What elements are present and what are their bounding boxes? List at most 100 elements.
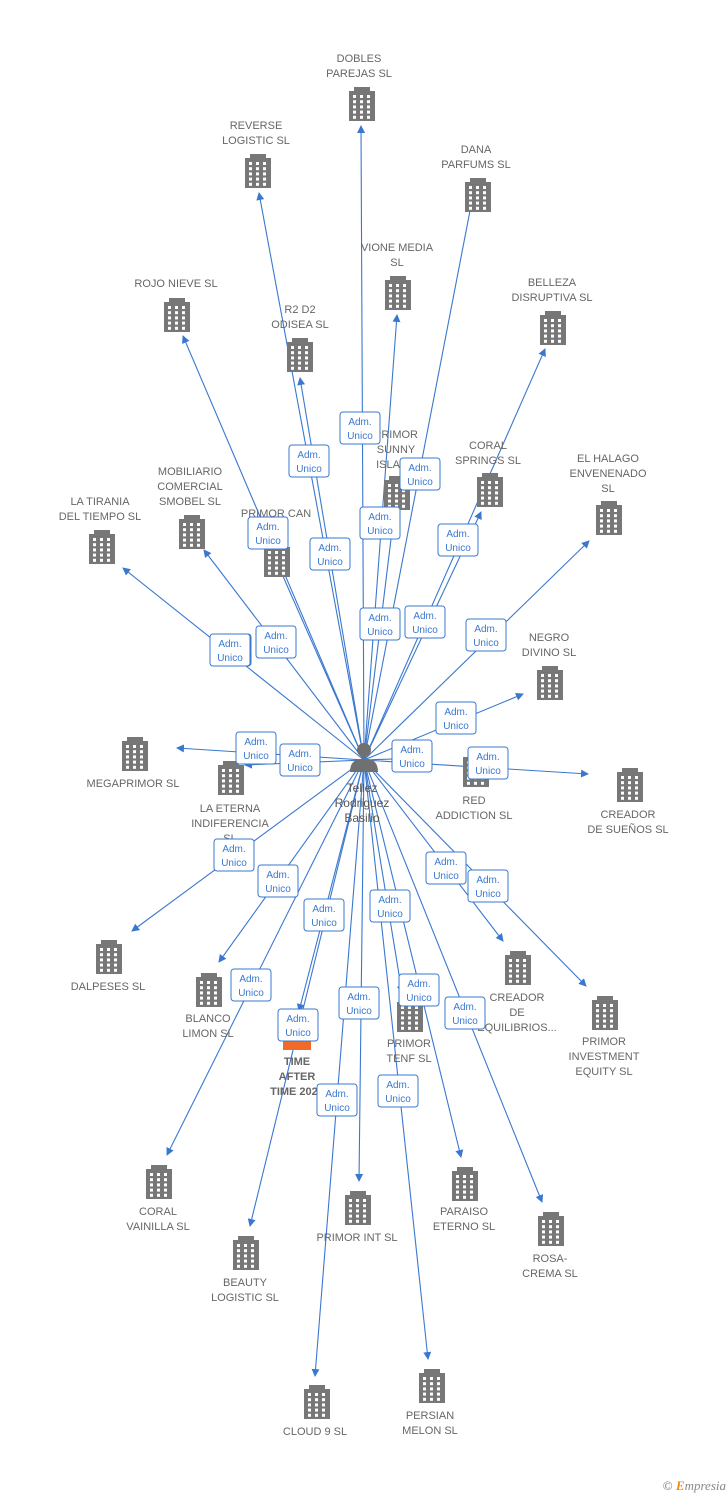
- badge-text: Adm.: [264, 631, 287, 642]
- relation-badge[interactable]: Adm.Unico: [235, 731, 277, 765]
- brand-initial: E: [675, 1478, 685, 1493]
- building-icon: [304, 1385, 330, 1419]
- node-label-line: DANA: [461, 144, 492, 156]
- badge-text: Adm.: [297, 450, 320, 461]
- node-label-line: DISRUPTIVA SL: [511, 292, 592, 304]
- node-label-line: NEGRO: [529, 632, 570, 644]
- node-label-line: LIMON SL: [182, 1028, 233, 1040]
- relation-badge[interactable]: Adm.Unico: [339, 411, 381, 445]
- building-icon: [537, 666, 563, 700]
- node-label-line: CREADOR: [600, 809, 655, 821]
- node-label-line: PARAISO: [440, 1206, 489, 1218]
- relation-badge[interactable]: Adm.Unico: [398, 973, 440, 1007]
- relation-badge[interactable]: Adm.Unico: [465, 618, 507, 652]
- relation-badge[interactable]: Adm.Unico: [316, 1083, 358, 1117]
- badge-text: Adm.: [378, 895, 401, 906]
- node-label-line: ADDICTION SL: [435, 810, 512, 822]
- node-label-line: PRIMOR: [387, 1038, 431, 1050]
- relation-badge[interactable]: Adm.Unico: [359, 607, 401, 641]
- node-label-line: MEGAPRIMOR SL: [87, 778, 180, 790]
- node-primor-int[interactable]: PRIMOR INT SL: [316, 1191, 398, 1244]
- badge-text: Unico: [367, 627, 393, 638]
- badge-text: Adm.: [244, 737, 267, 748]
- node-label-line: BELLEZA: [528, 277, 577, 289]
- relation-badge[interactable]: Adm.Unico: [288, 444, 330, 478]
- node-label-line: TIME: [284, 1056, 310, 1068]
- building-icon: [540, 311, 566, 345]
- badge-text: Unico: [265, 884, 291, 895]
- edges-layer: [122, 125, 590, 1377]
- relation-badge[interactable]: Adm.Unico: [359, 506, 401, 540]
- brand-footer: © Empresia: [663, 1478, 726, 1494]
- building-icon: [196, 973, 222, 1007]
- node-cloud-9[interactable]: CLOUD 9 SL: [283, 1385, 347, 1438]
- building-icon: [287, 338, 313, 372]
- relation-badge[interactable]: Adm.Unico: [277, 1008, 319, 1042]
- building-icon: [245, 154, 271, 188]
- relation-badge[interactable]: Adm.Unico: [404, 605, 446, 639]
- edge-cloud-9: [311, 759, 365, 1377]
- relation-badge[interactable]: Adm.Unico: [435, 701, 477, 735]
- relation-badge[interactable]: Adm.Unico: [377, 1074, 419, 1108]
- node-dalpeses[interactable]: DALPESES SL: [71, 940, 146, 993]
- node-la-eterna[interactable]: LA ETERNAINDIFERENCIASL: [191, 761, 269, 845]
- relation-badge[interactable]: Adm.Unico: [209, 633, 251, 667]
- relation-badge[interactable]: Adm.Unico: [213, 838, 255, 872]
- relation-badge[interactable]: Adm.Unico: [467, 869, 509, 903]
- relation-badge[interactable]: Adm. Unico: [369, 889, 411, 923]
- badge-text: Unico: [475, 766, 501, 777]
- node-label-line: DALPESES SL: [71, 981, 146, 993]
- badge-text: Unico: [377, 909, 403, 920]
- relation-badge[interactable]: Adm. Unico: [467, 746, 509, 780]
- relation-badge[interactable]: Adm.Unico: [303, 898, 345, 932]
- relation-badge[interactable]: Adm.Unico: [338, 986, 380, 1020]
- node-belleza-disruptiva[interactable]: BELLEZA DISRUPTIVA SL: [511, 277, 593, 345]
- relation-badge[interactable]: Adm.Unico: [247, 516, 289, 550]
- node-rosa-crema[interactable]: ROSA-CREMA SL: [522, 1212, 578, 1280]
- relation-badge[interactable]: Adm.Unico: [444, 996, 486, 1030]
- relation-badge[interactable]: Adm.Unico: [279, 743, 321, 777]
- relation-badge[interactable]: Adm.Unico: [399, 457, 441, 491]
- relation-badge[interactable]: Adm.Unico: [391, 739, 433, 773]
- relation-badge[interactable]: Adm.Unico: [309, 537, 351, 571]
- node-rojo-nieve[interactable]: ROJO NIEVE SL: [134, 278, 218, 332]
- center-label-line: Basilio: [344, 811, 380, 825]
- badge-text: Unico: [287, 763, 313, 774]
- badge-text: Unico: [475, 889, 501, 900]
- building-icon: [419, 1369, 445, 1403]
- relation-badge[interactable]: Adm.Unico: [230, 968, 272, 1002]
- relation-badge[interactable]: Adm.Unico: [255, 625, 297, 659]
- building-icon: [465, 178, 491, 212]
- relation-badge[interactable]: Adm.Unico: [437, 523, 479, 557]
- node-creador-equilibrios[interactable]: CREADORDEEQUILIBRIOS...: [477, 951, 557, 1034]
- center-label-line: Rodriguez: [335, 796, 390, 810]
- node-label-line: SMOBEL SL: [159, 496, 221, 508]
- relation-badge[interactable]: Adm.Unico: [257, 864, 299, 898]
- badge-text: Adm.: [408, 463, 431, 474]
- badge-text: Adm.: [368, 512, 391, 523]
- relation-badge[interactable]: Adm.Unico: [425, 851, 467, 885]
- badge-text: Adm.: [476, 752, 499, 763]
- node-megaprimor[interactable]: MEGAPRIMOR SL: [87, 737, 180, 790]
- badge-text: Unico: [347, 431, 373, 442]
- badge-text: Adm.: [286, 1014, 309, 1025]
